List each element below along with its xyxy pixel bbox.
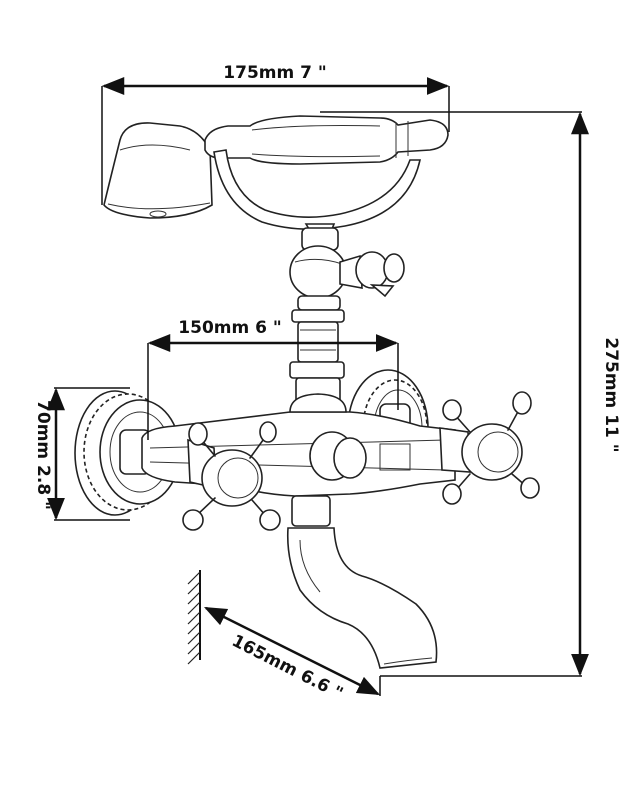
hand-shower-head <box>103 122 213 219</box>
diverter-knob <box>339 251 405 298</box>
label-total-height: 275mm 11 " <box>601 337 621 452</box>
hand-shower-handle <box>204 115 449 165</box>
label-hand-shower-width: 175mm 7 " <box>223 63 326 83</box>
label-center-distance: 150mm 6 " <box>178 318 281 338</box>
tub-spout <box>286 495 438 669</box>
left-cross-handle <box>182 421 281 531</box>
wall-hatch <box>187 570 201 665</box>
dimension-hand-shower-width: 175mm 7 " <box>101 63 450 205</box>
label-spout-reach: 165mm 6.6 " <box>228 631 346 704</box>
dimension-center-distance: 150mm 6 " <box>147 318 399 440</box>
faucet-illustration <box>74 115 540 669</box>
label-flange-diameter: 70mm 2.8 " <box>33 400 53 510</box>
dimension-flange-diameter: 70mm 2.8 " <box>33 387 130 521</box>
riser-column <box>289 227 347 413</box>
dimension-total-height: 275mm 11 " <box>320 111 621 677</box>
right-cross-handle <box>439 391 540 505</box>
